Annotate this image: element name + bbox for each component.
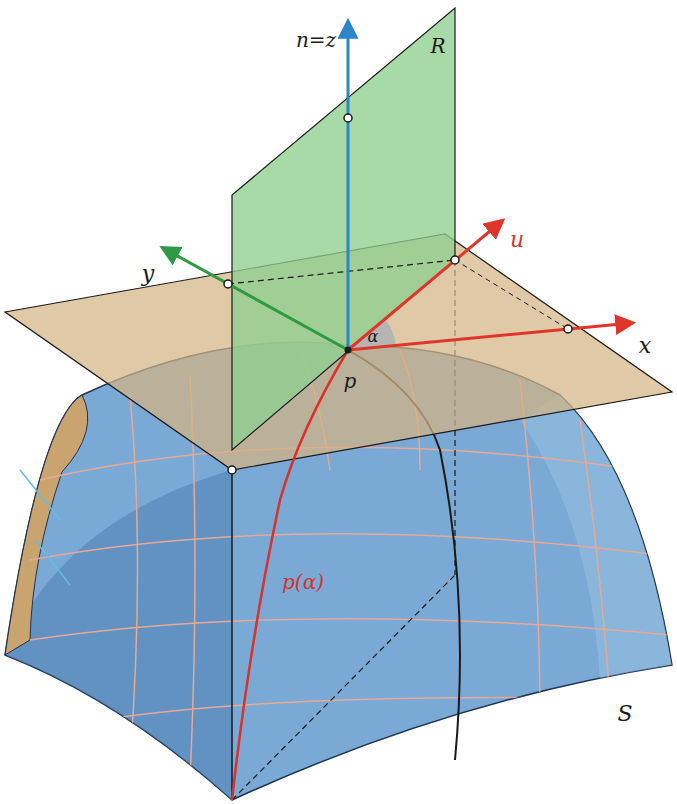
hidden-edge — [232, 575, 455, 800]
normal-plane — [232, 8, 455, 450]
marker-points — [224, 114, 572, 474]
surface-shading — [5, 395, 672, 800]
y-axis — [163, 248, 348, 350]
u-axis — [348, 221, 502, 350]
point-p — [345, 347, 352, 354]
surface-underside — [5, 395, 88, 655]
guide-line — [455, 260, 568, 329]
plane-intersection-line — [231, 470, 233, 800]
axis-label: y — [142, 262, 154, 286]
plane-label: R — [430, 35, 445, 57]
underside-grid — [20, 470, 70, 585]
x-axis — [348, 323, 632, 350]
surface-label: S — [617, 702, 632, 726]
normal-axis — [347, 22, 350, 350]
point-label: p — [344, 370, 357, 392]
axis-label: n=z — [296, 29, 336, 51]
angle-label: α — [368, 328, 379, 346]
guide-line — [228, 260, 455, 284]
axis-label: u — [510, 228, 524, 252]
curve-label: p(α) — [279, 571, 327, 593]
axis-label: x — [639, 334, 651, 358]
